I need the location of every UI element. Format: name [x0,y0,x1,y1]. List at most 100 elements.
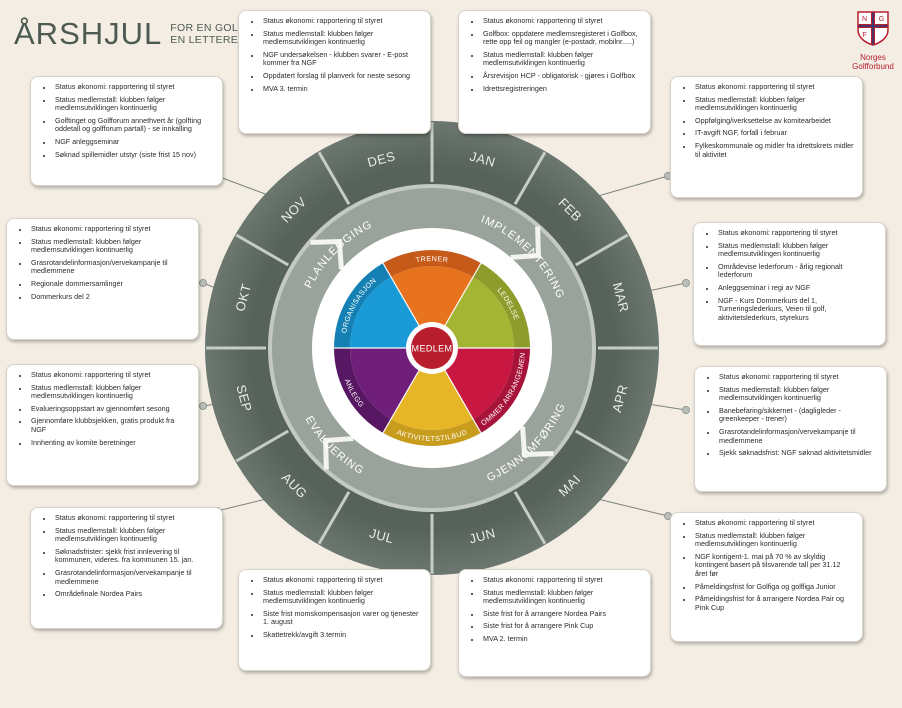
phase-divider [520,426,554,457]
list-item: Golfbox: oppdatere medlemsregisteret i G… [481,29,642,47]
list-item: Siste frist momskompensasjon varer og tj… [261,609,422,627]
month-dividers [206,122,658,574]
list-item: Status medlemstall: klubben følger medle… [53,95,214,113]
month-box-jan: Status økonomi: rapportering til styretG… [458,10,651,134]
list-item: NGF - Kurs Dommerkurs del 1, Turneringsl… [716,296,877,323]
connector-dot-okt [198,278,207,287]
month-box-mai: Status økonomi: rapportering til styretS… [670,512,863,642]
month-divider [513,491,547,545]
list-item: Status økonomi: rapportering til styret [693,518,854,528]
sector-band-ledelse [473,263,530,348]
phase-divider [323,436,354,470]
list-item: Anleggseminar i regi av NGF [716,283,877,293]
list-item: Status medlemstall: klubben følger medle… [29,383,190,401]
month-box-apr-list: Status økonomi: rapportering til styretS… [703,372,878,458]
sector-band-aktivitetstilbud [383,419,481,446]
month-box-okt: Status økonomi: rapportering til styretS… [6,218,199,340]
sector-band-anlegg [333,348,391,433]
month-label-jan: JAN [468,149,497,170]
list-item: Årsrevisjon HCP - obligatorisk - gjøres … [481,71,642,81]
list-item: Status medlemstall: klubben følger medle… [481,50,642,68]
center-label: MEDLEM [412,344,453,354]
list-item: Siste frist for å arrangere Pink Cup [481,622,642,631]
list-item: Innhenting av komite beretninger [29,438,190,448]
logo-org-line-1: Norges [860,53,886,62]
page-title: ÅRSHJUL [14,16,163,51]
month-label-jun: JUN [467,525,497,546]
list-item: Status medlemstall: klubben følger medle… [481,588,642,606]
list-item: Dommerkurs del 2 [29,292,190,302]
list-item: Idrettsregistreringen [481,84,642,94]
month-box-feb-list: Status økonomi: rapportering til styretS… [679,82,854,159]
month-box-jun: Status økonomi: rapportering til styretS… [458,569,651,677]
logo-letter-n: N [862,16,867,23]
sector-band-trener [383,249,481,277]
list-item: NGF undersøkelsen - klubben svarer - E-p… [261,50,422,68]
list-item: Påmeldingsfrist for Golfiga og golfliga … [693,582,854,592]
sector-organisasjon [350,276,432,348]
logo-letter-f: F [862,32,866,39]
month-divider [317,491,351,545]
list-item: Status økonomi: rapportering til styret [29,370,190,380]
list-item: Grasrotandelinformasjon/vervekampanje ti… [29,258,190,276]
list-item: Områdefinale Nordea Pairs [53,590,214,599]
list-item: Status medlemstall: klubben følger medle… [261,588,422,606]
month-box-feb: Status økonomi: rapportering til styretS… [670,76,863,198]
list-item: Status medlemstall: klubben følger medle… [261,29,422,47]
list-item: Skattetrekk/avgift 3.termin [261,630,422,640]
month-box-aug-list: Status økonomi: rapportering til styretS… [39,513,214,599]
list-item: Status økonomi: rapportering til styret [716,228,877,238]
list-item: Fylkeskommunale og midler fra idrettskre… [693,141,854,159]
month-box-des-list: Status økonomi: rapportering til styretS… [247,16,422,94]
list-item: Status medlemstall: klubben følger medle… [693,95,854,113]
sector-label-text: TRENER [415,254,449,264]
list-item: Oppdatert forslag til planverk for neste… [261,71,422,81]
list-item: Grasrotandelinformasjon/vervekampanje ti… [717,427,878,445]
phase-divider [310,239,344,270]
logo-letter-g: G [879,16,884,23]
list-item: MVA 3. termin [261,84,422,94]
month-label-des: DES [366,148,397,170]
list-item: Status økonomi: rapportering til styret [261,575,422,585]
month-box-apr: Status økonomi: rapportering til styretS… [694,366,887,492]
sector-dommer-arrangement [432,348,514,420]
month-box-des: Status økonomi: rapportering til styretS… [238,10,431,134]
list-item: Evalueringsoppstart av gjennomført seson… [29,404,190,414]
list-item: Regionale dommersamlinger [29,279,190,289]
logo-org-line-2: Golfforbund [852,62,894,71]
phase-divider [510,226,541,260]
list-item: Påmeldingsfrist for å arrangere Nordea P… [693,594,854,612]
month-box-jul: Status økonomi: rapportering til styretS… [238,569,431,671]
month-box-aug: Status økonomi: rapportering til styretS… [30,507,223,629]
list-item: Status medlemstall: klubben følger medle… [53,526,214,544]
sector-trener [391,265,473,348]
month-divider [317,151,351,205]
sector-aktivitetstilbud [391,348,473,430]
month-divider [575,429,629,463]
list-item: Status medlemstall: klubben følger medle… [716,241,877,259]
list-item: Status medlemstall: klubben følger medle… [29,237,190,255]
month-box-jun-list: Status økonomi: rapportering til styretS… [467,575,642,644]
list-item: Status økonomi: rapportering til styret [29,224,190,234]
month-box-mar-list: Status økonomi: rapportering til styretS… [702,228,877,323]
list-item: Status økonomi: rapportering til styret [53,513,214,523]
sector-band-organisasjon [333,263,391,348]
month-divider [575,233,629,267]
list-item: Golftinget og Golfforum annethvert år (g… [53,116,214,134]
month-box-okt-list: Status økonomi: rapportering til styretS… [15,224,190,302]
month-divider [513,151,547,205]
month-label-sep: SEP [233,383,255,413]
list-item: Siste frist for å arrangere Nordea Pairs [481,609,642,619]
list-item: Status økonomi: rapportering til styret [481,575,642,585]
list-item: Søknadsfrister: sjekk frist innlevering … [53,547,214,565]
month-box-mai-list: Status økonomi: rapportering til styretS… [679,518,854,612]
month-box-sep-list: Status økonomi: rapportering til styretS… [15,370,190,448]
month-box-nov-list: Status økonomi: rapportering til styretS… [39,82,214,159]
month-label-jul: JUL [368,525,396,546]
month-label-okt: OKT [232,282,254,313]
list-item: MVA 2. termin [481,634,642,644]
list-item: Status økonomi: rapportering til styret [481,16,642,26]
list-item: Status medlemstall: klubben følger medle… [693,531,854,549]
list-item: Områdevise lederforum - årlig regionalt … [716,262,877,280]
month-box-jan-list: Status økonomi: rapportering til styretG… [467,16,642,94]
